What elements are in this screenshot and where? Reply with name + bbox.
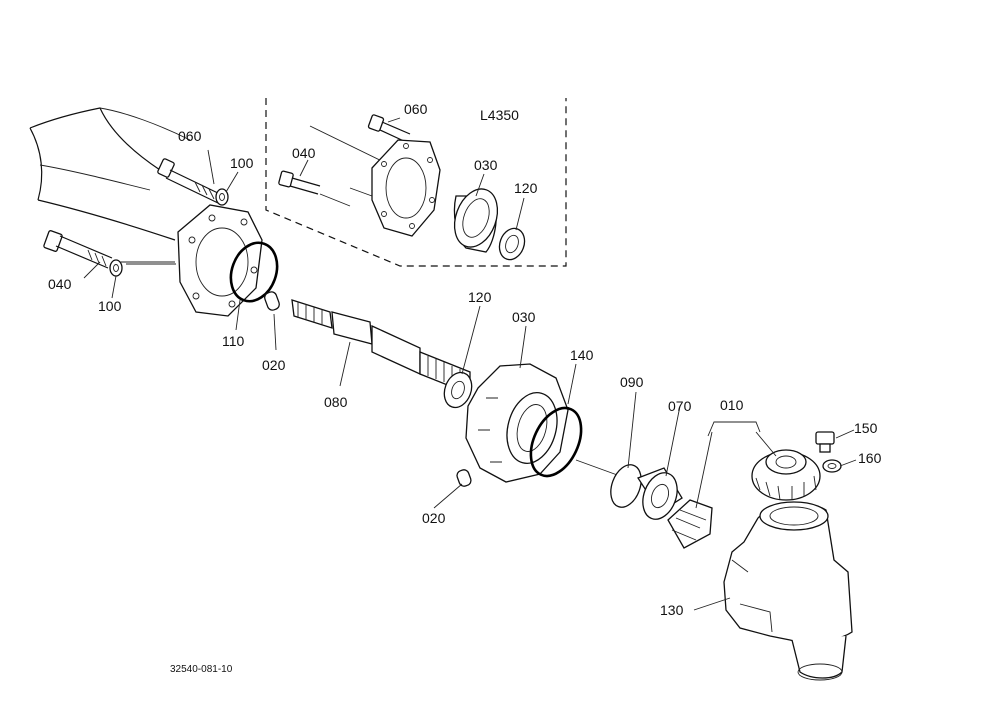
axis-centerline [120, 261, 176, 265]
plug-150 [815, 431, 835, 453]
variant-inset-box [265, 98, 567, 267]
o-ring-140 [529, 406, 583, 478]
bevel-pinion-010 [667, 499, 713, 549]
callout-080: 080 [324, 394, 348, 410]
dowel-pin-020-main [456, 469, 472, 487]
bolt-060-inset [367, 114, 411, 143]
final-case-130 [723, 501, 853, 681]
dowel-pin-020-left [264, 291, 280, 311]
bearing-070 [637, 467, 683, 520]
leader-010-gear [755, 431, 777, 457]
bearing-030-inset [453, 188, 499, 253]
group-bracket-010 [707, 421, 761, 437]
callout-140: 140 [570, 347, 594, 363]
drawing-number: 32540-081-10 [170, 664, 233, 675]
axle-housing-outline [29, 107, 191, 241]
callout-070: 070 [668, 398, 692, 414]
callout-130: 130 [660, 602, 684, 618]
gear-case-030 [465, 363, 569, 483]
callout-150: 150 [854, 420, 878, 436]
leader-lines [83, 117, 857, 611]
callout-030-main: 030 [512, 309, 536, 325]
washer-160 [822, 459, 842, 473]
seal-120-inset [498, 227, 526, 261]
inset-leader-lines [309, 125, 391, 207]
bolt-060-left [157, 158, 223, 204]
seal-120-main [443, 371, 473, 409]
flange-plate-left [177, 204, 263, 317]
callout-010: 010 [720, 397, 744, 413]
bolt-040-left [43, 230, 113, 269]
callout-040-left: 040 [48, 276, 72, 292]
callout-030-inset: 030 [474, 157, 498, 173]
bolt-040-inset [278, 170, 321, 195]
variant-label-l4350: L4350 [480, 107, 519, 123]
callout-120-inset: 120 [514, 180, 538, 196]
callout-100-left-top: 100 [230, 155, 254, 171]
washer-100-left-bottom [109, 259, 123, 277]
callout-090: 090 [620, 374, 644, 390]
callout-160: 160 [858, 450, 882, 466]
leader-010-pinion [695, 431, 713, 509]
bevel-gear-010 [751, 449, 821, 501]
shim-090 [610, 464, 642, 508]
callout-060-left: 060 [178, 128, 202, 144]
washer-100-left-top [215, 188, 229, 206]
callout-110: 110 [222, 333, 245, 349]
callout-020-dowel: 020 [262, 357, 286, 373]
callout-020-main: 020 [422, 510, 446, 526]
callout-100-left-bottom: 100 [98, 298, 122, 314]
centerline-main [575, 459, 621, 477]
o-ring-110 [229, 241, 279, 303]
callout-120-main: 120 [468, 289, 492, 305]
flange-plate-inset [371, 139, 441, 237]
callout-060-inset: 060 [404, 101, 428, 117]
axle-shaft-080 [291, 299, 471, 395]
callout-040-inset: 040 [292, 145, 316, 161]
